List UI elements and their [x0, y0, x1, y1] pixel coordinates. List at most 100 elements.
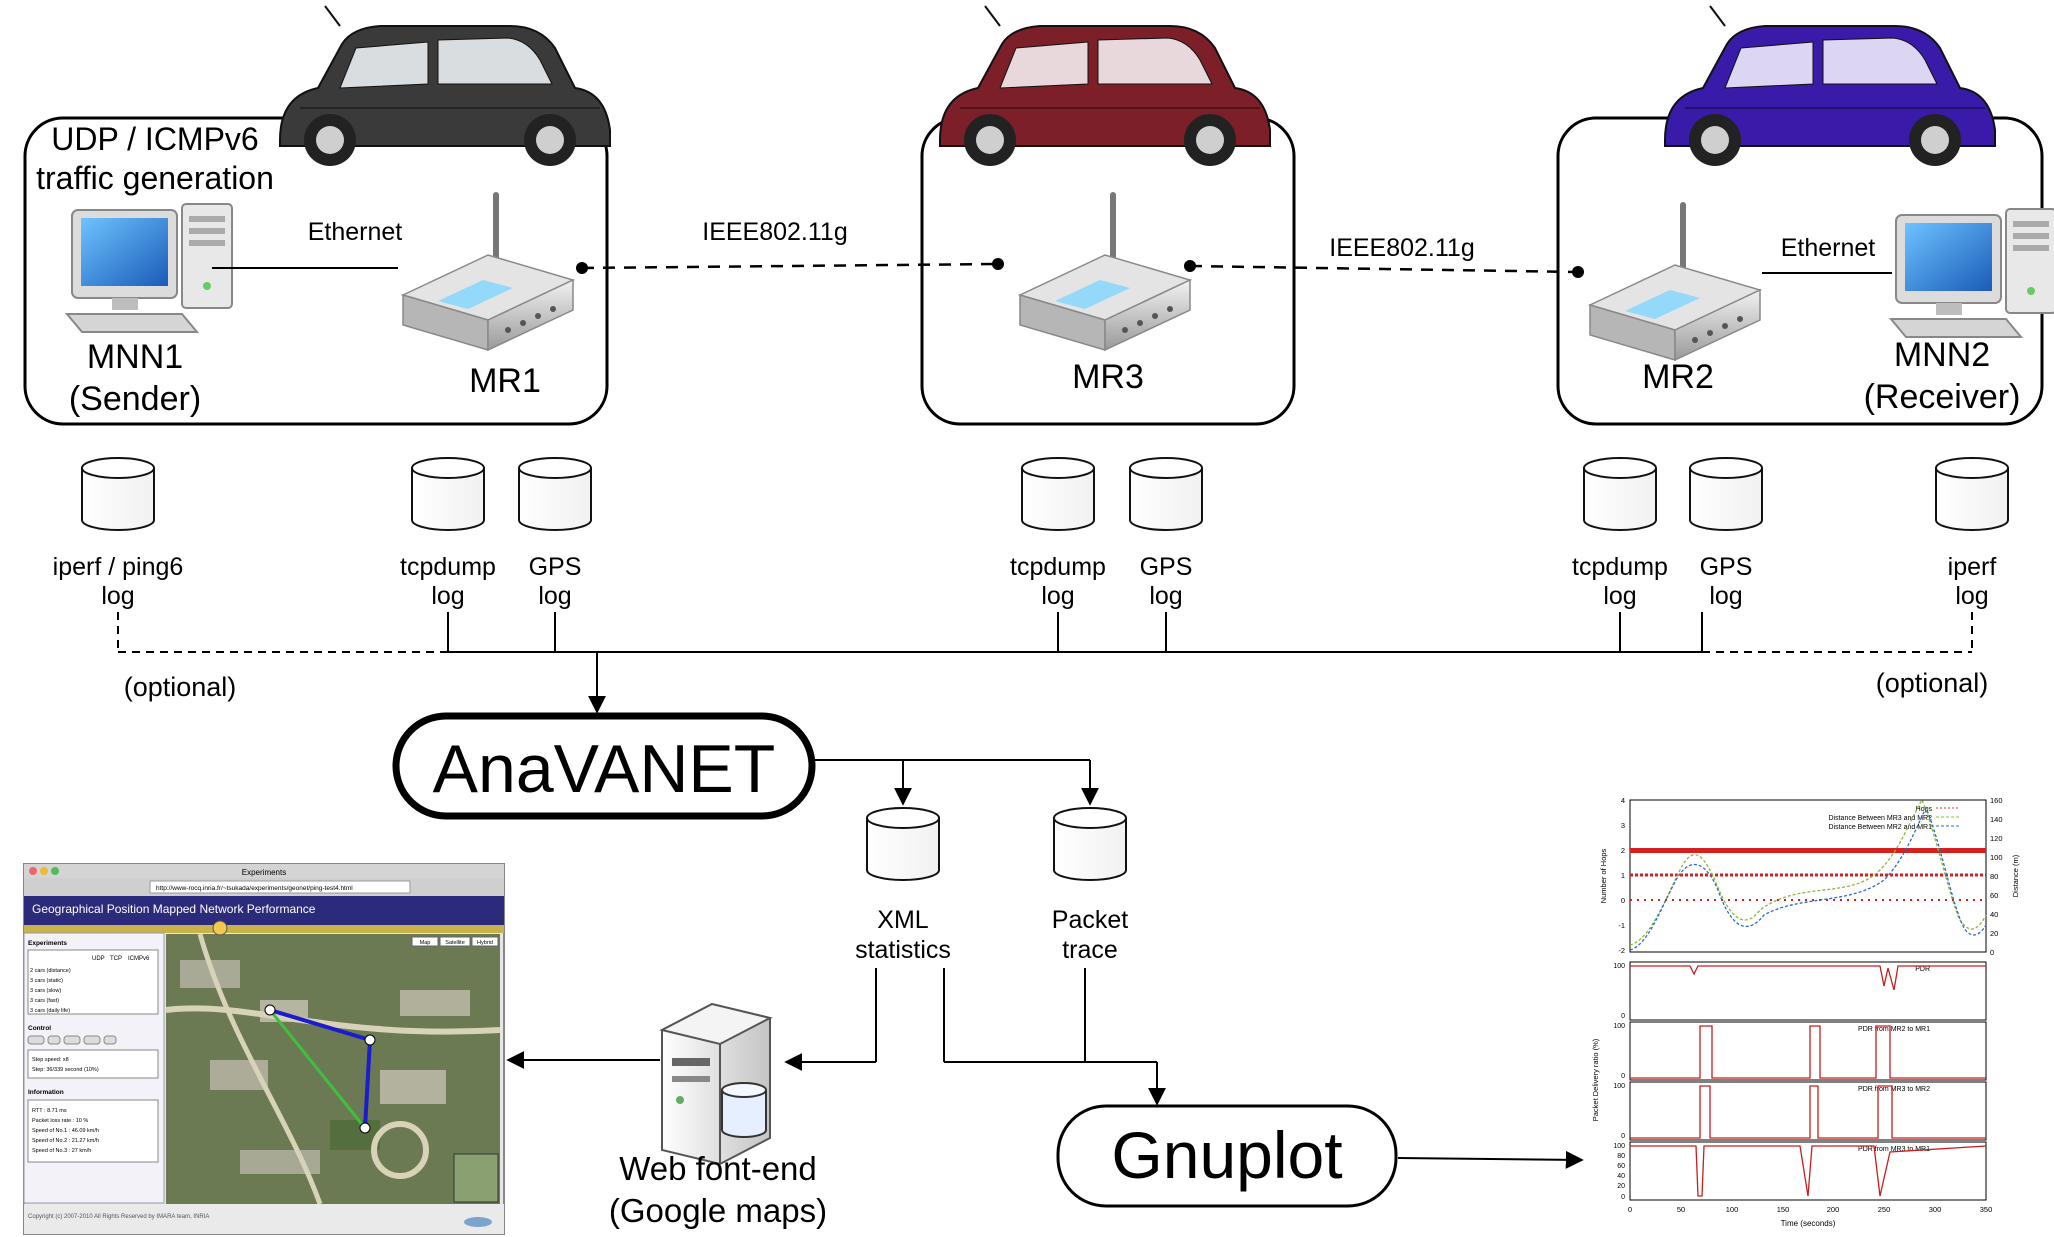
ytick: 0 [1621, 896, 1625, 905]
pdr-series [1630, 1085, 1986, 1139]
ytick: 2 [1621, 846, 1625, 855]
link-endpoint [576, 262, 588, 274]
experiments-title: Experiments [28, 940, 67, 947]
wireless-link-mr1-mr3 [581, 262, 999, 270]
anavanet-output-connectors [812, 759, 1099, 806]
log-label: log [1149, 582, 1182, 610]
traffic-title-line1: UDP / ICMPv6 [51, 121, 258, 157]
log-label: GPS [529, 553, 582, 581]
web-frontend-line2: (Google maps) [609, 1192, 827, 1229]
ytick: 100 [1613, 1023, 1625, 1030]
map-type-button[interactable] [411, 936, 439, 947]
car-icon-left [279, 5, 611, 166]
log-label: log [1041, 582, 1074, 610]
information-title: Information [28, 1089, 64, 1096]
mnn1-name: MNN1 [87, 338, 183, 376]
xtick: 200 [1827, 1205, 1840, 1214]
ytick: 100 [1613, 1083, 1625, 1090]
log-icon-tcpdump-mr2 [1583, 457, 1657, 531]
mnn1-role: (Sender) [69, 380, 201, 418]
satellite-button-label: Satellite [445, 940, 465, 946]
log-icon-tcpdump-mr3 [1021, 457, 1095, 531]
log-icon-iperf-ping6 [81, 457, 155, 531]
hybrid-button-label: Hybrid [477, 940, 493, 946]
log-label: tcpdump [1010, 553, 1106, 581]
ytick: 3 [1621, 821, 1625, 830]
gnuplot-label: Gnuplot [1111, 1118, 1342, 1192]
table-row[interactable]: 3 cars (fast) [30, 998, 59, 1004]
ytick: 100 [1613, 1143, 1625, 1150]
ytick: -2 [1618, 946, 1625, 955]
optional-label-left: (optional) [124, 672, 237, 702]
info-line: Speed of No.3 : 27 km/h [32, 1148, 91, 1154]
ytick: 0 [1990, 948, 1994, 957]
control-title: Control [28, 1025, 51, 1032]
ytick: 0 [1621, 1133, 1625, 1140]
control-button[interactable] [47, 1035, 61, 1045]
satellite-type-button[interactable] [439, 936, 471, 947]
ytick: 60 [1990, 891, 1998, 900]
log-icon-tcpdump-mr1 [411, 457, 485, 531]
ytick: 0 [1621, 1194, 1625, 1201]
plot-right-ylabel: Distance (m) [2011, 854, 2020, 897]
log-label: iperf / ping6 [53, 553, 184, 581]
xtick: 350 [1980, 1205, 1993, 1214]
mnn2-role: (Receiver) [1864, 378, 2021, 416]
table-row[interactable]: 3 cars (slow) [30, 988, 61, 994]
log-label: tcpdump [400, 553, 496, 581]
log-collection-bus [117, 612, 1973, 714]
optional-label-right: (optional) [1876, 668, 1989, 698]
ytick: 4 [1621, 796, 1625, 805]
mnn2-name: MNN2 [1894, 336, 1990, 374]
log-label: log [1603, 582, 1636, 610]
table-header: TCP [110, 956, 122, 962]
ytick: 1 [1621, 871, 1625, 880]
map-button-label: Map [420, 940, 431, 946]
footer-copyright: Copyright (c) 2007-2010 All Rights Reser… [28, 1214, 209, 1220]
control-button[interactable] [103, 1035, 117, 1045]
log-label: log [1955, 582, 1988, 610]
anavanet-box [392, 712, 816, 820]
pdr-title: PDR from MR2 to MR1 [1858, 1026, 1930, 1033]
log-label: GPS [1700, 553, 1753, 581]
packet-trace-db-icon [1053, 807, 1127, 881]
experiments-table: UDP TCP ICMPv6 2 cars (distance) 3 cars … [27, 949, 159, 1015]
flow-connectors [506, 968, 1584, 1169]
traffic-title-line2: traffic generation [36, 160, 274, 196]
pdr-series [1630, 1145, 1987, 1197]
xml-statistics-line2: statistics [855, 936, 951, 964]
xtick: 250 [1878, 1205, 1891, 1214]
table-header: ICMPv6 [128, 956, 150, 962]
control-button[interactable] [63, 1035, 81, 1045]
table-row[interactable]: 2 cars (distance) [30, 968, 71, 974]
browser-url[interactable]: http://www-rocq.inria.fr/~tsukada/experi… [156, 885, 353, 892]
info-line: Speed of No.2 : 21.27 km/h [32, 1138, 99, 1144]
control-button[interactable] [27, 1035, 45, 1045]
ytick: 40 [1617, 1173, 1625, 1180]
step-progress: Step: 36/339 second (10%) [32, 1067, 99, 1073]
satellite-map[interactable]: Map Satellite Hybrid [165, 920, 501, 1205]
control-button[interactable] [83, 1035, 101, 1045]
log-label: log [538, 582, 571, 610]
plot-pdr-panel [1629, 1021, 1987, 1081]
mr3-label: MR3 [1072, 358, 1144, 396]
link-endpoint [992, 258, 1004, 270]
plot-pdr-panel [1629, 961, 1987, 1021]
xml-statistics-line1: XML [877, 906, 929, 934]
mr1-label: MR1 [469, 362, 541, 400]
ytick: 40 [1990, 910, 1998, 919]
distance-mr3-mr2-series [1629, 798, 1987, 946]
table-row[interactable]: 3 cars (daily life) [30, 1008, 70, 1014]
ytick: -1 [1618, 921, 1625, 930]
table-row[interactable]: 3 cars (static) [30, 978, 63, 984]
legend-entry: Distance Between MR2 and MR1 [1829, 824, 1933, 831]
hybrid-type-button[interactable] [471, 936, 499, 947]
wireless-link-mr3-mr2 [1189, 264, 1579, 274]
link-endpoint [1184, 260, 1196, 272]
log-label: tcpdump [1572, 553, 1668, 581]
car-icon-right [1664, 5, 1996, 166]
gnuplot-output: Number of Hops Distance (m) 4 3 2 1 0 -1… [1591, 796, 2020, 1228]
ytick: 100 [1613, 963, 1625, 970]
